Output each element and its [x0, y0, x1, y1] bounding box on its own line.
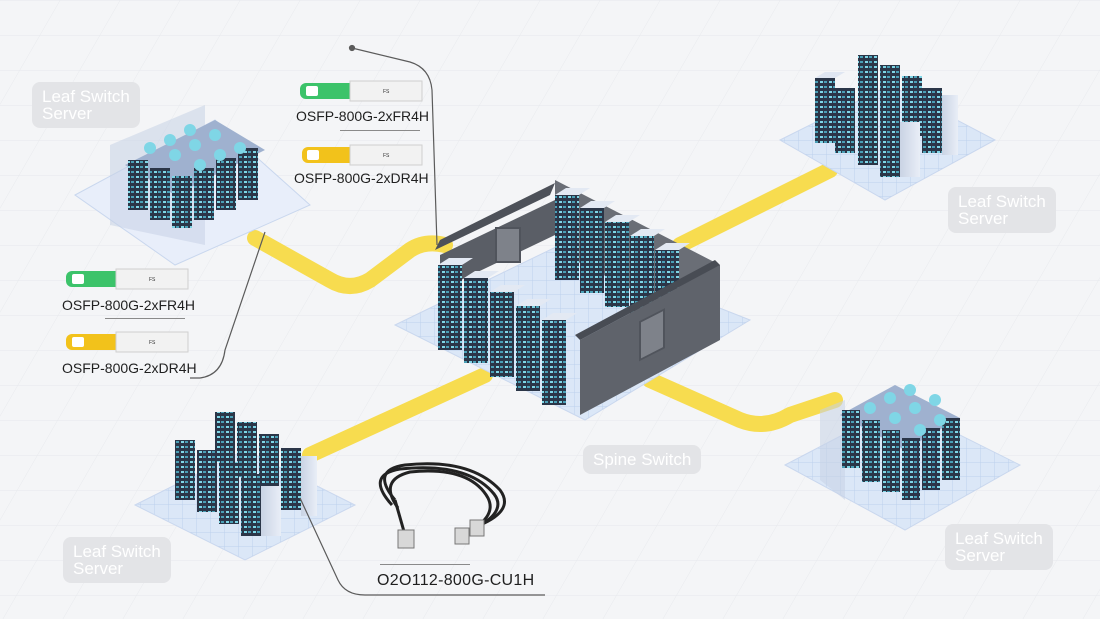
- leaf-bottom-left-label: Leaf Switch Server: [63, 537, 171, 583]
- module-divider: [340, 130, 420, 131]
- leaf-label-line1: Leaf Switch: [73, 542, 161, 561]
- module-divider: [105, 318, 185, 319]
- leaf-bottom-right-cluster: [783, 384, 1022, 531]
- leaf-top-left-label: Leaf Switch Server: [32, 82, 140, 128]
- link-spine-to-bottom-right: [642, 372, 843, 432]
- spine-switch-label: Spine Switch: [583, 445, 702, 474]
- link-spine-to-bottom-left: [302, 367, 493, 463]
- leaf-label-line2: Server: [42, 104, 93, 123]
- cable-divider: [380, 564, 470, 565]
- leaf-top-right-label: Leaf Switch Server: [948, 187, 1056, 233]
- cable-label: O2O112-800G-CU1H: [377, 572, 535, 589]
- link-spine-to-top-right: [672, 162, 838, 253]
- link-spine-to-top-left: [247, 230, 453, 294]
- callout-lines: [190, 44, 545, 596]
- leaf-label-line1: Leaf Switch: [42, 87, 130, 106]
- brand-mark: FS: [383, 153, 390, 159]
- dac-cable: [378, 462, 506, 549]
- leaf-label-line1: Leaf Switch: [958, 192, 1046, 211]
- leaf-label-line1: Leaf Switch: [955, 529, 1043, 548]
- spine-switch-room: [393, 180, 752, 421]
- leaf-top-left-cluster: [74, 105, 311, 266]
- brand-mark: FS: [149, 277, 156, 283]
- module-left-dr4h: FS: [66, 331, 189, 353]
- leaf-bottom-right-label: Leaf Switch Server: [945, 524, 1053, 570]
- leaf-label-line2: Server: [955, 546, 1006, 565]
- module-label: OSFP-800G-2xFR4H: [62, 297, 196, 313]
- leaf-label-line2: Server: [73, 559, 124, 578]
- brand-mark: FS: [149, 340, 156, 346]
- spine-label-text: Spine Switch: [593, 450, 692, 469]
- brand-mark: FS: [383, 89, 390, 95]
- door-icon: [495, 227, 521, 263]
- module-label: OSFP-800G-2xDR4H: [62, 360, 197, 376]
- leaf-label-line2: Server: [958, 209, 1009, 228]
- module-left-fr4h: FS: [66, 268, 189, 290]
- door-icon: [639, 308, 665, 362]
- leaf-top-right-cluster: [778, 55, 997, 201]
- module-label: OSFP-800G-2xDR4H: [294, 170, 429, 186]
- module-label: OSFP-800G-2xFR4H: [296, 108, 430, 124]
- module-top-fr4h: FS: [300, 80, 423, 102]
- leaf-bottom-left-cluster: [133, 412, 357, 561]
- module-top-dr4h: FS: [302, 144, 423, 166]
- connection-links: [247, 162, 843, 463]
